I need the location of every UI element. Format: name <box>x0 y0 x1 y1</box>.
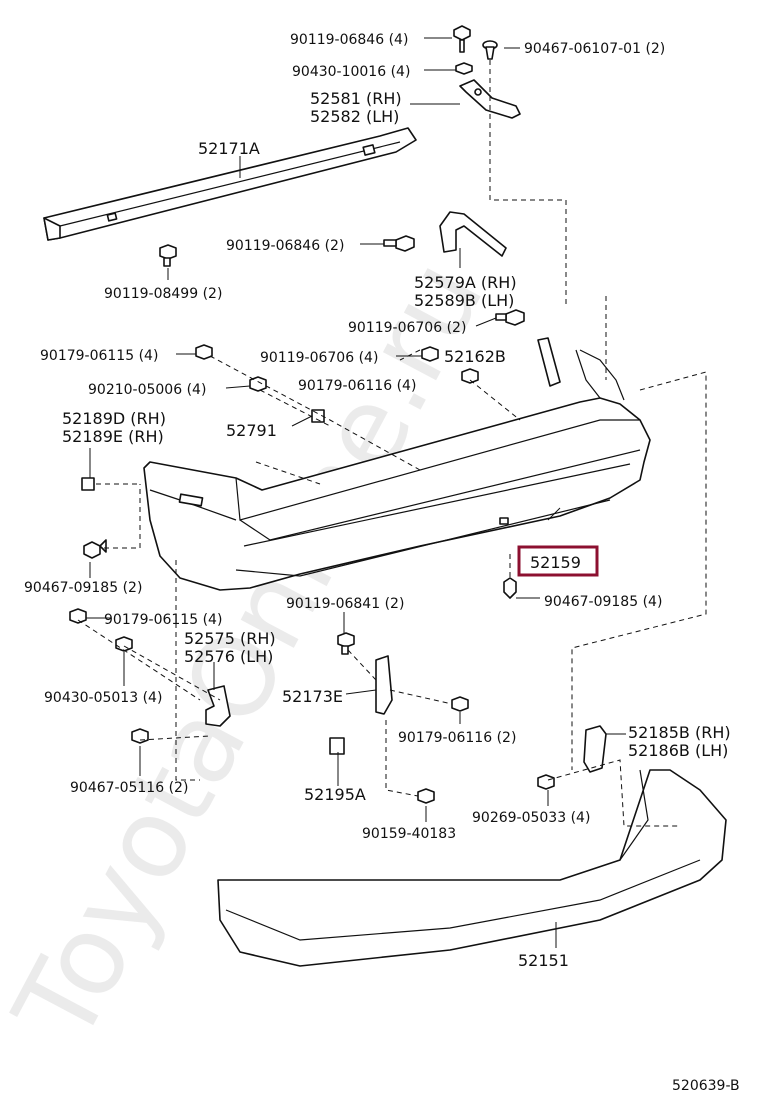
nut-icon <box>249 376 267 392</box>
bumper-reinforcement-52171A <box>43 127 417 241</box>
part-label[interactable]: 52186B (LH) <box>628 741 728 760</box>
bolt-icon <box>417 788 435 804</box>
part-label[interactable]: 90119-06846 (2) <box>226 238 344 254</box>
part-label[interactable]: 90269-05033 (4) <box>472 810 590 826</box>
clip-icon <box>451 696 469 712</box>
part-label[interactable]: 52582 (LH) <box>310 107 399 126</box>
bumper-cover-52159 <box>143 349 651 591</box>
strip-52162B <box>537 337 561 387</box>
part-label[interactable]: 90467-06107-01 (2) <box>524 41 665 57</box>
nut-icon <box>69 608 87 624</box>
clip-icon <box>482 40 498 60</box>
part-label[interactable]: 52189D (RH) <box>62 409 166 428</box>
part-label[interactable]: 52195A <box>304 785 366 804</box>
part-label[interactable]: 52173E <box>282 687 343 706</box>
part-label-selected[interactable]: 52159 <box>530 553 581 572</box>
part-label[interactable]: 90467-09185 (2) <box>24 580 142 596</box>
part-label[interactable]: 52589B (LH) <box>414 291 514 310</box>
clip-icon <box>195 344 213 360</box>
clip-icon <box>83 539 107 559</box>
part-label[interactable]: 52151 <box>518 951 569 970</box>
nut-icon <box>115 636 133 652</box>
part-label[interactable]: 90179-06115 (4) <box>104 612 222 628</box>
part-label[interactable]: 52575 (RH) <box>184 629 276 648</box>
part-label[interactable]: 90179-06116 (2) <box>398 730 516 746</box>
retainer-52195A <box>329 737 345 755</box>
part-label[interactable]: 52171A <box>198 139 260 158</box>
part-label[interactable]: 90119-06846 (4) <box>290 32 408 48</box>
bolt-icon <box>453 25 471 53</box>
part-label[interactable]: 90119-06841 (2) <box>286 596 404 612</box>
bolt-icon <box>337 632 355 655</box>
bolt-icon <box>383 235 415 252</box>
bracket-52173E <box>375 655 393 715</box>
bolt-icon <box>131 728 149 744</box>
part-label[interactable]: 90210-05006 (4) <box>88 382 206 398</box>
guide-lines <box>77 60 707 827</box>
part-label[interactable]: 52791 <box>226 421 277 440</box>
part-label[interactable]: 90467-09185 (4) <box>544 594 662 610</box>
bolt-icon <box>495 309 525 326</box>
part-label[interactable]: 90119-08499 (2) <box>104 286 222 302</box>
part-label[interactable]: 90179-06116 (4) <box>298 378 416 394</box>
bolt-icon <box>537 774 555 790</box>
bolt-icon <box>421 346 439 362</box>
part-label[interactable]: 52576 (LH) <box>184 647 273 666</box>
nut-icon <box>455 62 473 75</box>
side-bracket-52579A <box>439 211 507 257</box>
bracket-52185B <box>583 725 607 773</box>
bolt-icon <box>159 244 177 267</box>
retainer-52791 <box>311 409 325 423</box>
part-label[interactable]: 52581 (RH) <box>310 89 402 108</box>
bumper-52151 <box>217 769 727 967</box>
highlight-box <box>517 545 599 577</box>
part-label[interactable]: 90119-06706 (2) <box>348 320 466 336</box>
clip-icon <box>503 577 517 599</box>
part-label[interactable]: 90119-06706 (4) <box>260 350 378 366</box>
part-label[interactable]: 52189E (RH) <box>62 427 164 446</box>
part-label[interactable]: 52185B (RH) <box>628 723 731 742</box>
part-label[interactable]: 90467-05116 (2) <box>70 780 188 796</box>
leader-lines <box>86 37 626 948</box>
part-labels: 90119-06846 (4) 90467-06107-01 (2) 90430… <box>24 32 731 970</box>
pad-52189D <box>81 477 95 491</box>
part-label[interactable]: 52162B <box>444 347 506 366</box>
part-label[interactable]: 90430-10016 (4) <box>292 64 410 80</box>
clip-icon <box>461 368 479 384</box>
part-label[interactable]: 90430-05013 (4) <box>44 690 162 706</box>
part-label[interactable]: 90159-40183 <box>362 826 456 842</box>
diagram-code: 520639-B <box>672 1078 740 1094</box>
part-label[interactable]: 90179-06115 (4) <box>40 348 158 364</box>
part-label[interactable]: 52579A (RH) <box>414 273 517 292</box>
